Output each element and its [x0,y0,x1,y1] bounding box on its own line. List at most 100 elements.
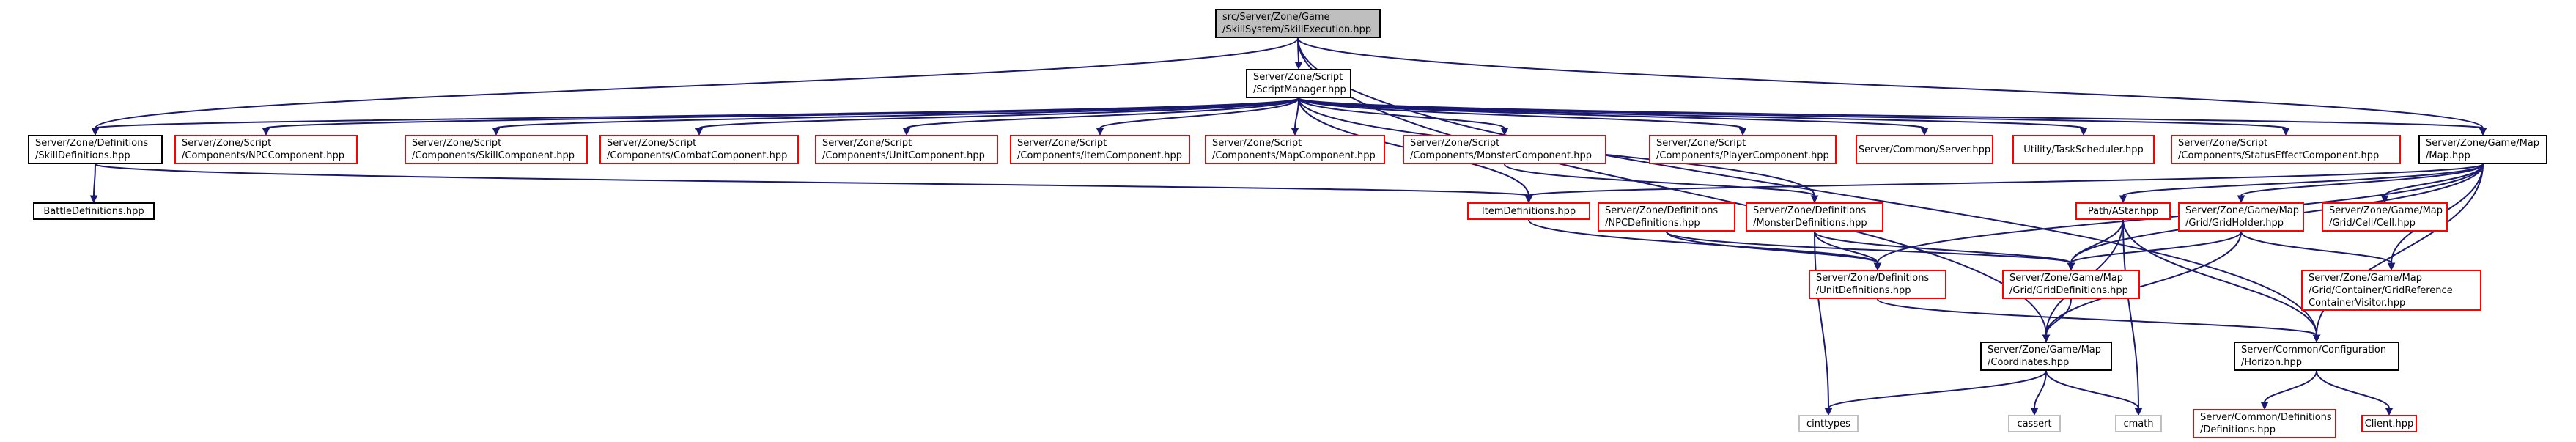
node-label-line: Server/Zone/Game/Map [2185,205,2300,216]
node-label-line: Server/Zone/Script [1656,138,1746,149]
node-gridref[interactable]: Server/Zone/Game/Map/Grid/Container/Grid… [2301,270,2481,311]
edge-griddefs-to-coordinates [2045,298,2072,336]
node-label-line: ItemDefinitions.hpp [1481,205,1576,217]
edge-map-to-astar [2122,163,2484,196]
node-label-line: /ScriptManager.hpp [1253,84,1346,95]
node-label-line: /Grid/GridDefinitions.hpp [2009,285,2128,296]
node-itemdefs[interactable]: ItemDefinitions.hpp [1467,202,1590,220]
node-mapcomp[interactable]: Server/Zone/Script/Components/MapCompone… [1205,135,1385,164]
node-client[interactable]: Client.hpp [2361,415,2417,432]
node-cassert[interactable]: cassert [2008,415,2061,432]
node-label-line: Server/Zone/Game/Map [2426,138,2540,149]
edge-arrowhead [1096,128,1104,136]
edge-root-to-skilldefs [95,37,1299,129]
node-combatcomp[interactable]: Server/Zone/Script/Components/CombatComp… [599,135,799,164]
edge-monsterdefs-to-griddefs [1814,231,2072,264]
node-astar[interactable]: Path/AStar.hpp [2075,202,2171,220]
node-label-line: Server/Common/Server.hpp [1858,144,1991,155]
node-map[interactable]: Server/Zone/Game/Map/Map.hpp [2418,135,2547,164]
node-label-line: /Map.hpp [2426,150,2470,161]
edge-arrowhead [1873,262,1882,271]
node-gridholder[interactable]: Server/Zone/Game/Map/Grid/GridHolder.hpp [2178,202,2304,232]
node-commondefs[interactable]: Server/Common/Definitions/Definitions.hp… [2193,409,2336,438]
edge-arrowhead [1291,128,1299,136]
node-label-line: /UnitDefinitions.hpp [1816,285,1911,296]
node-label-line: Server/Zone/Script [822,138,912,149]
edge-monsterdefs-to-unitdefs [1814,231,1878,264]
node-label-line: /MonsterDefinitions.hpp [1753,218,1867,229]
node-label-line: /SkillSystem/SkillExecution.hpp [1222,24,1372,35]
edge-arrowhead [2079,128,2088,136]
node-label-line: /NPCDefinitions.hpp [1605,218,1700,229]
node-label-line: Server/Zone/Script [1253,72,1343,83]
edge-arrowhead [2479,128,2487,136]
node-label-line: Server/Zone/Definitions [1605,205,1719,216]
edge-gridholder-to-griddefs [2070,231,2242,264]
node-horizon[interactable]: Server/Common/Configuration/Horizon.hpp [2234,342,2399,371]
node-scriptmgr[interactable]: Server/Zone/Script/ScriptManager.hpp [1246,69,1351,98]
node-label-line: /Components/MonsterComponent.hpp [1410,150,1592,161]
node-label-line: Server/Zone/Script [182,138,272,149]
node-label-line: Server/Zone/Game/Map [1988,345,2102,356]
node-monsterdefs[interactable]: Server/Zone/Definitions/MonsterDefinitio… [1746,202,1883,232]
node-cinttypes[interactable]: cinttypes [1798,415,1859,432]
node-label-line: /SkillDefinitions.hpp [35,150,130,161]
edge-monsterdefs-to-cinttypes [1814,231,1829,409]
node-server[interactable]: Server/Common/Server.hpp [1856,135,1993,164]
node-label-line: Server/Zone/Script [1017,138,1107,149]
edge-skilldefs-to-itemdefs [95,163,1529,196]
node-label-line: /Horizon.hpp [2241,357,2302,368]
node-playercomp[interactable]: Server/Zone/Script/Components/PlayerComp… [1649,135,1837,164]
edge-arrowhead [262,128,270,136]
node-label-line: BattleDefinitions.hpp [43,205,144,217]
node-label-line: Server/Zone/Definitions [1816,273,1930,284]
node-label-line: /Grid/Container/GridReference [2309,284,2453,296]
node-label-line: Server/Zone/Script [2178,138,2268,149]
node-skillcomp[interactable]: Server/Zone/Script/Components/SkillCompo… [405,135,588,164]
node-label-line: Server/Common/Definitions [2200,412,2332,423]
node-label-line: Server/Zone/Game/Map [2309,272,2423,284]
edge-arrowhead [89,195,98,204]
node-battledefs[interactable]: BattleDefinitions.hpp [33,202,155,220]
node-statuscomp[interactable]: Server/Zone/Script/Components/StatusEffe… [2171,135,2401,164]
node-cell[interactable]: Server/Zone/Game/Map/Grid/Cell/Cell.hpp [2322,202,2448,232]
node-label-line: src/Server/Zone/Game [1222,12,1330,23]
edge-arrowhead [2385,408,2394,416]
node-unitcomp[interactable]: Server/Zone/Script/Components/UnitCompon… [815,135,998,164]
node-griddefs[interactable]: Server/Zone/Game/Map/Grid/GridDefinition… [2002,270,2140,299]
node-label-line: /Components/MapComponent.hpp [1212,150,1376,161]
node-unitdefs[interactable]: Server/Zone/Definitions/UnitDefinitions.… [1809,270,1946,299]
node-npccomp[interactable]: Server/Zone/Script/Components/NPCCompone… [174,135,358,164]
node-label-line: Server/Zone/Game/Map [2329,205,2443,216]
edge-astar-to-horizon [2122,219,2317,336]
node-coordinates[interactable]: Server/Zone/Game/Map/Coordinates.hpp [1980,342,2112,371]
edge-scriptmgr-to-map [1298,97,2484,129]
edge-astar-to-cmath [2122,219,2139,409]
node-label-line: cmath [2123,418,2154,430]
node-itemcomp[interactable]: Server/Zone/Script/Components/ItemCompon… [1010,135,1190,164]
node-label-line: Server/Common/Configuration [2241,345,2387,356]
node-skilldefs[interactable]: Server/Zone/Definitions/SkillDefinitions… [28,135,163,164]
node-cmath[interactable]: cmath [2115,415,2162,432]
edge-arrowhead [2119,195,2127,204]
node-label-line: /Components/PlayerComponent.hpp [1656,150,1829,161]
edge-root-to-map [1297,37,2484,129]
edge-coordinates-to-cmath [2045,370,2139,409]
edge-arrowhead [1524,195,1533,204]
edge-horizon-to-client [2316,370,2390,409]
node-label-line: /Definitions.hpp [2200,424,2276,435]
node-monstercomp[interactable]: Server/Zone/Script/Components/MonsterCom… [1403,135,1606,164]
edge-arrowhead [2387,262,2396,271]
edge-root-to-horizon [1297,37,2317,336]
node-root[interactable]: src/Server/Zone/Game/SkillSystem/SkillEx… [1215,9,1381,38]
edge-arrowhead [2380,195,2389,204]
node-taskscheduler[interactable]: Utility/TaskScheduler.hpp [2012,135,2155,164]
edge-scriptmgr-to-unitcomp [906,97,1299,129]
node-npcdefs[interactable]: Server/Zone/Definitions/NPCDefinitions.h… [1598,202,1735,232]
node-label-line: /Grid/Cell/Cell.hpp [2329,218,2416,229]
node-label-line: Server/Zone/Definitions [35,138,149,149]
node-label-line: cinttypes [1806,418,1850,430]
edge-horizon-to-commondefs [2264,370,2317,403]
edge-arrowhead [1824,408,1833,416]
edge-scriptmgr-to-mapcomp [1294,97,1299,129]
